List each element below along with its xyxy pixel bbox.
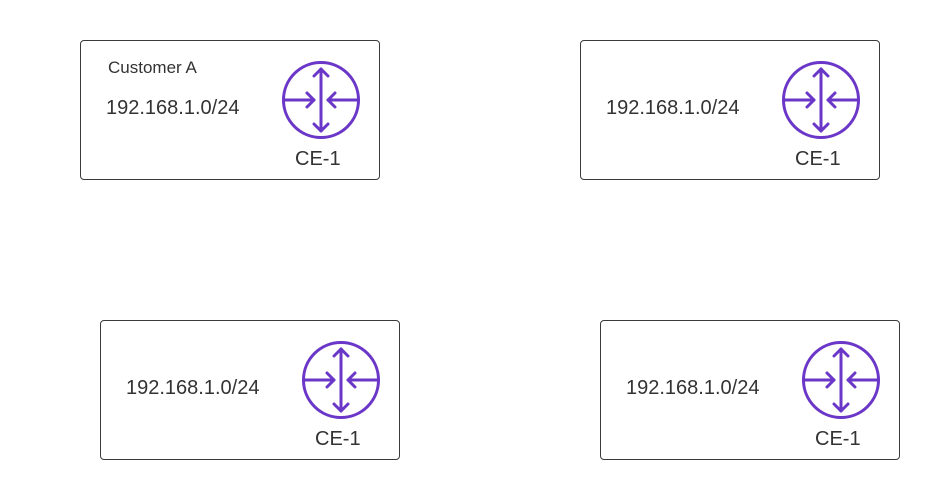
router-icon	[781, 60, 861, 140]
subnet-label: 192.168.1.0/24	[106, 97, 240, 119]
subnet-label: 192.168.1.0/24	[626, 377, 760, 399]
subnet-label: 192.168.1.0/24	[126, 377, 260, 399]
router-name-label: CE-1	[795, 148, 841, 170]
site-box-bottom-left: 192.168.1.0/24 CE-1	[100, 320, 400, 460]
router-name-label: CE-1	[315, 428, 361, 450]
router-name-label: CE-1	[815, 428, 861, 450]
site-box-top-right: 192.168.1.0/24 CE-1	[580, 40, 880, 180]
customer-label: Customer A	[108, 58, 197, 77]
subnet-label: 192.168.1.0/24	[606, 97, 740, 119]
router-icon	[801, 340, 881, 420]
site-box-bottom-right: 192.168.1.0/24 CE-1	[600, 320, 900, 460]
site-box-customer-a: Customer A 192.168.1.0/24 CE-1	[80, 40, 380, 180]
router-name-label: CE-1	[295, 148, 341, 170]
router-icon	[281, 60, 361, 140]
router-icon	[301, 340, 381, 420]
